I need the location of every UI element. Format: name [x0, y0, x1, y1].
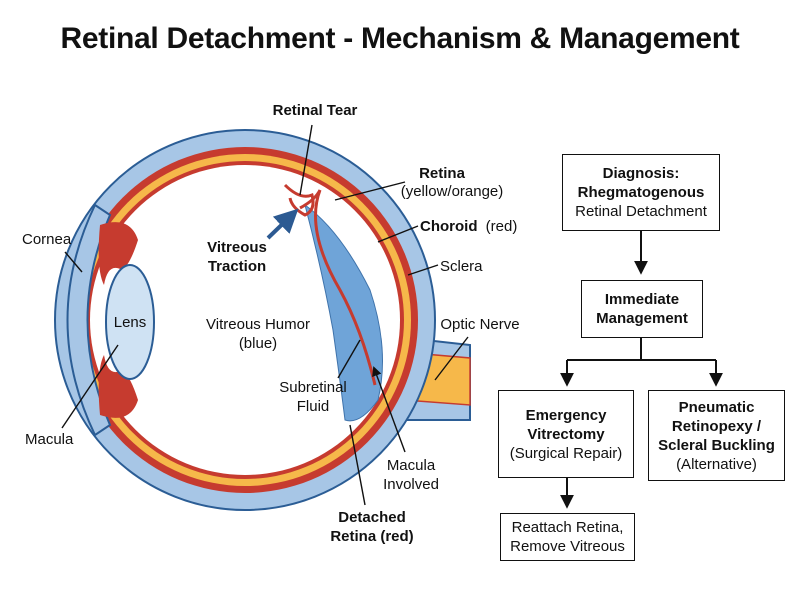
label-sclera: Sclera [440, 258, 483, 275]
vitrectomy-line-3: (Surgical Repair) [509, 444, 623, 462]
detached-retina [299, 189, 377, 386]
diagnosis-line-1: Diagnosis: [602, 165, 680, 182]
vitreous-traction-arrow [266, 208, 299, 240]
label-subretinal-fluid-2: Fluid [297, 398, 330, 415]
pneumatic-retinopexy-box: Pneumatic Retinopexy / Scleral Buckling … [648, 390, 785, 481]
ciliary-body-top [98, 222, 138, 285]
immediate-management-box: Immediate Management [581, 280, 703, 338]
leader-choroid [377, 225, 419, 243]
label-macula-involved-1: Macula [387, 457, 436, 474]
label-vitreous-traction-1: Vitreous [207, 239, 267, 256]
label-lens: Lens [114, 314, 147, 331]
diagnosis-line-2: Rhegmatogenous [577, 184, 705, 201]
vitrectomy-line-2: Vitrectomy [527, 425, 605, 443]
leader-retinal-tear [299, 124, 313, 196]
label-macula: Macula [25, 431, 74, 448]
label-cornea: Cornea [22, 231, 72, 248]
diagnosis-box: Diagnosis: Rhegmatogenous Retinal Detach… [562, 154, 720, 231]
reattach-retina-box: Reattach Retina, Remove Vitreous [500, 513, 635, 561]
label-choroid: Choroid (red) [420, 218, 517, 235]
leader-subretinal-fluid [337, 339, 361, 379]
immediate-line-2: Management [596, 310, 688, 327]
lens [105, 264, 155, 380]
pneumatic-line-2: Retinopexy / [671, 417, 762, 435]
emergency-vitrectomy-box: Emergency Vitrectomy (Surgical Repair) [498, 390, 634, 478]
retinal-tear [283, 183, 315, 217]
label-retina-note: (yellow/orange) [401, 183, 504, 200]
label-retina: Retina [419, 165, 466, 182]
label-vitreous-humor-2: (blue) [239, 335, 277, 352]
pneumatic-line-3: Scleral Buckling [658, 436, 775, 454]
leader-macula-involved [372, 366, 406, 453]
flowchart-connectors [560, 231, 723, 509]
label-vitreous-humor-1: Vitreous Humor [206, 316, 310, 333]
label-detached-retina-2: Retina (red) [330, 528, 413, 545]
leader-cornea [64, 251, 83, 273]
label-subretinal-fluid-1: Subretinal [279, 379, 347, 396]
label-detached-retina-1: Detached [338, 509, 406, 526]
label-optic-nerve: Optic Nerve [440, 316, 519, 333]
pneumatic-line-4: (Alternative) [676, 455, 757, 473]
ciliary-body-bottom [98, 355, 138, 418]
label-retinal-tear: Retinal Tear [273, 102, 358, 119]
label-macula-involved-2: Involved [383, 476, 439, 493]
pneumatic-line-1: Pneumatic [678, 398, 755, 416]
leader-detached-retina [349, 424, 366, 506]
reattach-line-2: Remove Vitreous [510, 538, 625, 555]
leader-sclera [407, 264, 439, 276]
leader-macula [61, 344, 119, 429]
leader-optic-nerve [434, 336, 469, 381]
reattach-line-1: Reattach Retina, [511, 519, 624, 536]
cornea [66, 203, 112, 437]
vitrectomy-line-1: Emergency [525, 406, 607, 424]
leader-retina [334, 181, 406, 201]
diagnosis-line-3: Retinal Detachment [575, 203, 707, 220]
immediate-line-1: Immediate [604, 291, 680, 308]
page-title: Retinal Detachment - Mechanism & Managem… [60, 22, 740, 55]
label-vitreous-traction-2: Traction [208, 258, 266, 275]
